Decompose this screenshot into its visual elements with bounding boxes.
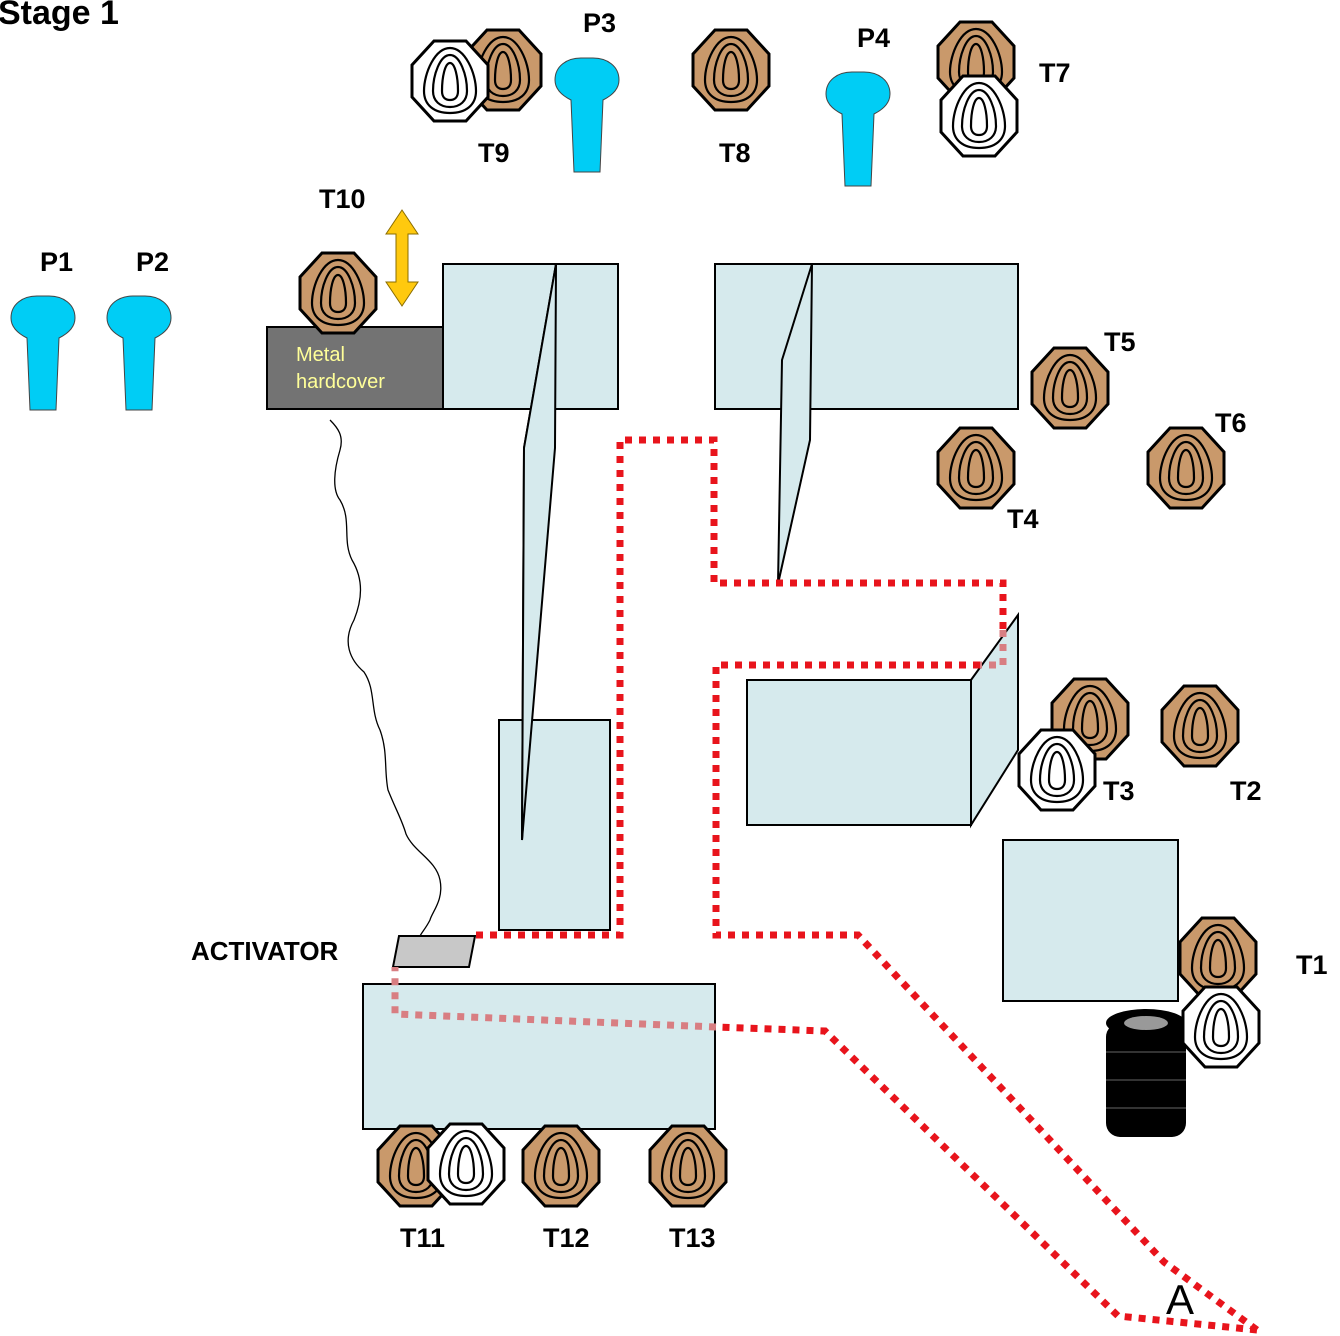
label-t13: T13 — [669, 1223, 716, 1253]
shooter-path-transparent-1 — [980, 630, 1007, 669]
no-shoot-t1 — [1181, 985, 1261, 1069]
wall-top-right — [714, 263, 1019, 410]
shooter-path-lower — [715, 1023, 1258, 1334]
label-p3: P3 — [583, 8, 616, 38]
shooter-path-left — [476, 436, 1007, 939]
target-t12 — [521, 1124, 601, 1208]
no-shoot-t9 — [410, 39, 490, 123]
tire-stack — [1106, 1009, 1186, 1137]
label-t11: T11 — [400, 1223, 445, 1253]
popper-p4 — [825, 71, 891, 187]
angled-panel-right-middle — [970, 611, 1019, 829]
no-shoot-t3 — [1017, 728, 1097, 812]
label-t8: T8 — [719, 138, 751, 168]
popper-p1 — [10, 295, 76, 411]
shooter-path-middle — [712, 661, 1260, 1333]
label-t2: T2 — [1230, 776, 1262, 806]
target-t10 — [298, 251, 378, 335]
wall-right-lower — [1002, 839, 1179, 1002]
label-t3: T3 — [1103, 776, 1135, 806]
target-t13 — [648, 1124, 728, 1208]
label-t12: T12 — [543, 1223, 590, 1253]
wall-center-left — [498, 719, 611, 931]
stage-title: Stage 1 — [0, 0, 119, 32]
label-t4: T4 — [1007, 504, 1039, 534]
activator-plate — [391, 935, 477, 968]
label-p1: P1 — [40, 247, 73, 277]
no-shoot-t11 — [426, 1122, 506, 1206]
wall-bottom — [362, 983, 716, 1130]
label-p4: P4 — [857, 23, 890, 53]
metal-hardcover — [266, 326, 444, 410]
target-t4 — [936, 426, 1016, 510]
activator-cable — [329, 419, 442, 937]
wall-top-left — [442, 263, 619, 410]
target-t5 — [1030, 346, 1110, 430]
label-t7: T7 — [1039, 58, 1071, 88]
popper-p3 — [554, 57, 620, 173]
wall-right-middle — [746, 679, 972, 826]
label-t10: T10 — [319, 184, 366, 214]
target-t6 — [1146, 426, 1226, 510]
target-t2 — [1160, 684, 1240, 768]
label-t9: T9 — [478, 138, 510, 168]
activator-label: ACTIVATOR — [191, 936, 339, 966]
shooter-path-transparent-2 — [391, 967, 717, 1031]
metal-hardcover-label-2: hardcover — [296, 371, 385, 393]
metal-hardcover-label-1: Metal — [296, 344, 345, 366]
label-t5: T5 — [1104, 327, 1136, 357]
start-position-label: A — [1166, 1276, 1194, 1323]
label-t1: T1 — [1296, 950, 1328, 980]
no-shoot-t7 — [939, 74, 1019, 158]
mover-arrow-icon — [385, 209, 419, 307]
label-p2: P2 — [136, 247, 169, 277]
label-t6: T6 — [1215, 408, 1247, 438]
target-t8 — [691, 28, 771, 112]
angled-panel-left-edge — [521, 263, 557, 841]
popper-p2 — [106, 295, 172, 411]
